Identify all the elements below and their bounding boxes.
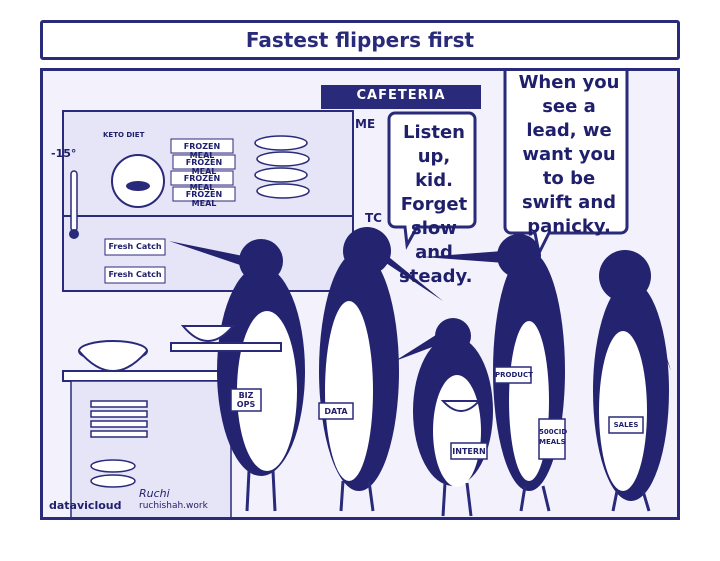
badge-sales: SALES bbox=[613, 421, 639, 429]
comic-panel: CAFETERIA ME TC -15° KETO DIET FROZEN ME… bbox=[40, 68, 680, 520]
frozen-meal-label: FROZEN MEAL bbox=[185, 158, 223, 176]
frozen-meal-boxes bbox=[170, 138, 236, 202]
wall-text: TC bbox=[365, 211, 382, 225]
keto-label: KETO DIET bbox=[103, 131, 145, 139]
comic-illustration bbox=[43, 71, 677, 517]
frozen-meal-label: FROZEN MEAL bbox=[185, 190, 223, 208]
frozen-meal-label: FROZEN MEAL bbox=[183, 142, 221, 160]
fresh-catch-label: Fresh Catch bbox=[108, 242, 162, 251]
temperature-label: -15° bbox=[51, 147, 77, 160]
frozen-meal-label: FROZEN MEAL bbox=[183, 174, 221, 192]
wall-menu-text: ME bbox=[355, 117, 376, 131]
brand-credit: datavicloud bbox=[49, 499, 122, 512]
cafeteria-sign: CAFETERIA bbox=[356, 88, 446, 103]
artist-signature: Ruchi bbox=[139, 487, 170, 500]
badge-data: DATA bbox=[324, 407, 348, 416]
artist-site: ruchishah.work bbox=[139, 501, 208, 511]
badge-product: PRODUCT bbox=[495, 371, 533, 379]
title-banner: Fastest flippers first bbox=[40, 20, 680, 60]
badge-intern: INTERN bbox=[452, 447, 486, 456]
fresh-catch-label: Fresh Catch bbox=[108, 270, 162, 279]
comic-title: Fastest flippers first bbox=[245, 28, 475, 52]
